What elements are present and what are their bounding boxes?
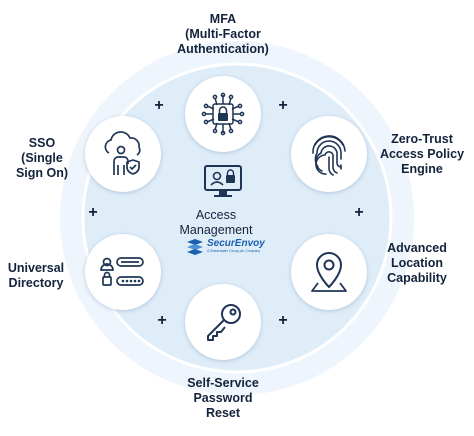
label-zero-trust: Zero-Trust Access Policy Engine	[379, 132, 465, 176]
brand-tagline: A Shearwater Group plc Company	[207, 249, 261, 253]
label-sspr: Self-Service Password Reset	[187, 376, 259, 420]
circuit-lock-icon	[201, 92, 245, 136]
cloud-user-shield-icon	[104, 131, 141, 175]
plus-connector: +	[278, 312, 288, 329]
plus-connector: +	[354, 204, 364, 221]
node-location	[291, 234, 367, 310]
label-mfa: MFA (Multi-Factor Authentication)	[177, 12, 269, 56]
brand-logo: SecurEnvoy A Shearwater Group plc Compan…	[183, 237, 265, 257]
plus-connector: +	[154, 97, 164, 114]
node-sspr	[185, 284, 261, 360]
center-icon	[203, 164, 243, 205]
node-sso	[85, 116, 161, 192]
label-location: Advanced Location Capability	[387, 241, 447, 285]
plus-connector: +	[88, 204, 98, 221]
key-icon	[207, 304, 241, 341]
plus-connector: +	[278, 97, 288, 114]
fingerprint-icon	[312, 135, 346, 176]
label-sso: SSO (Single Sign On)	[15, 136, 69, 180]
user-list-icon	[100, 257, 144, 286]
brand-name: SecurEnvoy	[207, 238, 265, 249]
node-directory	[85, 234, 161, 310]
monitor-lock-icon	[204, 165, 242, 197]
label-directory: Universal Directory	[7, 261, 65, 290]
node-mfa	[185, 76, 261, 152]
center-title: Access Management	[179, 208, 253, 237]
brand-mark-icon	[187, 239, 203, 255]
node-zero-trust	[291, 116, 367, 192]
plus-connector: +	[157, 312, 167, 329]
location-pin-icon	[311, 251, 347, 292]
